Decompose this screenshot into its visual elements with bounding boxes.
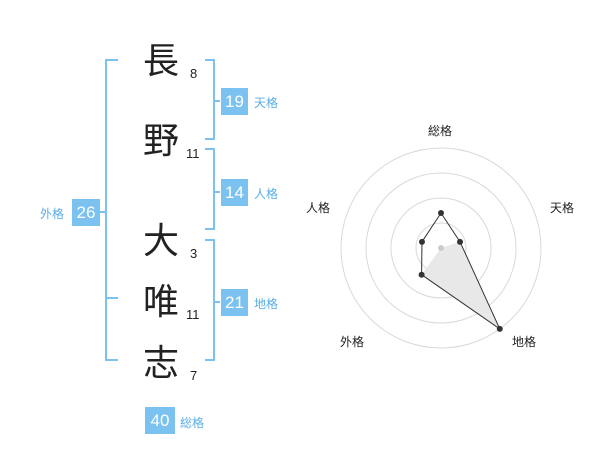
radar-shade xyxy=(421,241,500,329)
jinkaku-bracket xyxy=(205,148,215,230)
tenkaku-score: 19 xyxy=(221,88,248,115)
stroke-count-3: 3 xyxy=(190,246,198,261)
radar-label-tenkaku: 天格 xyxy=(549,201,574,215)
stroke-count-5: 7 xyxy=(190,368,198,383)
gaikaku-score: 26 xyxy=(72,199,100,226)
chikaku-bracket xyxy=(205,239,215,361)
radar-polygon xyxy=(421,212,501,331)
radar-point-1 xyxy=(457,238,464,245)
stroke-count-2: 11 xyxy=(186,146,200,161)
name-char-3: 大 xyxy=(142,221,179,262)
radar-center xyxy=(438,245,444,251)
chikaku-label: 地格 xyxy=(254,297,279,311)
tenkaku-bracket xyxy=(205,59,215,140)
radar-ring-4 xyxy=(340,147,542,349)
name-char-1: 長 xyxy=(142,41,179,82)
radar-ring-3 xyxy=(365,172,517,324)
radar-label-jinkaku: 人格 xyxy=(305,201,330,215)
radar-label-gaikaku: 外格 xyxy=(339,335,364,349)
gaikaku-bracket xyxy=(105,59,118,361)
stroke-count-1: 8 xyxy=(190,66,198,81)
chikaku-score: 21 xyxy=(221,289,248,316)
radar-point-3 xyxy=(418,271,425,278)
soukaku-label: 総格 xyxy=(180,416,205,430)
stroke-count-4: 11 xyxy=(186,307,200,322)
radar-point-2 xyxy=(496,325,503,332)
name-char-5: 志 xyxy=(142,343,179,384)
name-char-2: 野 xyxy=(142,121,179,162)
radar-point-4 xyxy=(418,238,425,245)
jinkaku-score: 14 xyxy=(221,179,248,206)
radar-ring-2 xyxy=(390,197,492,299)
gaikaku-label: 外格 xyxy=(40,207,65,221)
radar-point-0 xyxy=(438,210,444,216)
soukaku-score: 40 xyxy=(145,407,175,434)
jinkaku-label: 人格 xyxy=(254,187,279,201)
name-char-4: 唯 xyxy=(142,282,179,323)
radar-label-soukaku: 総格 xyxy=(427,124,452,138)
radar-label-chikaku: 地格 xyxy=(511,335,536,349)
tenkaku-label: 天格 xyxy=(254,96,279,110)
